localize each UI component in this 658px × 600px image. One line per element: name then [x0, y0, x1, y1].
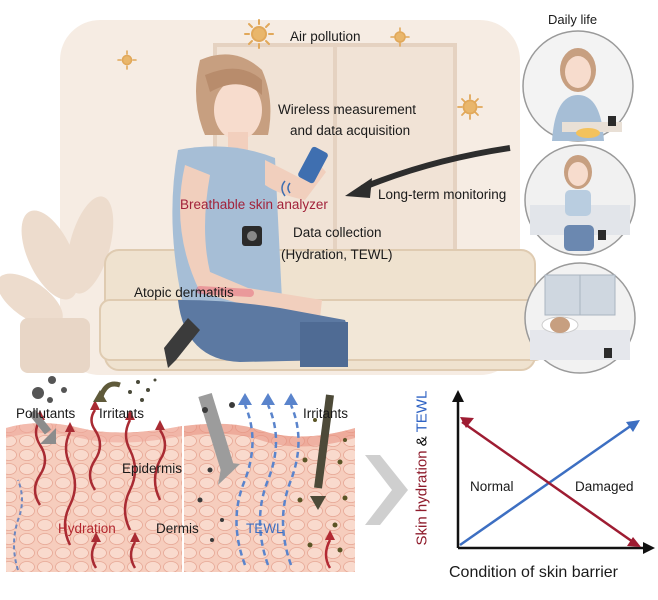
- daily-life-circle: [524, 262, 636, 374]
- sun-icon: [457, 94, 483, 120]
- barrier-graph: [452, 390, 655, 554]
- wireless-label-line1: Wireless measurement: [278, 102, 417, 117]
- air-pollution-label: Air pollution: [290, 29, 361, 44]
- plant: [0, 196, 114, 373]
- daily-life-circle: [524, 144, 636, 256]
- graph-region-damaged: Damaged: [575, 479, 634, 494]
- data-collection-label-line1: Data collection: [293, 225, 382, 240]
- long-term-monitoring-label: Long-term monitoring: [378, 187, 507, 202]
- dermis-label: Dermis: [156, 521, 199, 536]
- woman-figure: [172, 54, 348, 367]
- sun-icon: [244, 19, 274, 49]
- sun-icon: [117, 50, 137, 70]
- epidermis-label: Epidermis: [122, 461, 183, 476]
- hydration-line: [461, 420, 634, 544]
- data-collection-label-line2: (Hydration, TEWL): [281, 247, 393, 262]
- y-axis-amp-text: &: [413, 432, 431, 451]
- daily-life-circle: [522, 30, 634, 142]
- graph-y-axis-label: Skin hydration & TEWL: [402, 391, 442, 552]
- tewl-label: TEWL: [246, 521, 284, 536]
- atopic-dermatitis-label: Atopic dermatitis: [134, 285, 234, 300]
- skin-panel-healthy: [6, 376, 182, 572]
- pollutants-label: Pollutants: [16, 406, 76, 421]
- hydration-label: Hydration: [58, 521, 116, 536]
- graph-x-axis-label: Condition of skin barrier: [449, 564, 618, 581]
- wireless-label-line2: and data acquisition: [290, 123, 411, 138]
- irritants-label-right: Irritants: [303, 406, 349, 421]
- down-arrow: [164, 318, 200, 368]
- graph-region-normal: Normal: [470, 479, 514, 494]
- monitoring-arrow: [345, 145, 511, 198]
- chevron-right-icon: [365, 455, 408, 525]
- tewl-line: [459, 423, 633, 547]
- breathable-analyzer-label: Breathable skin analyzer: [180, 197, 328, 212]
- y-axis-hydration-text: Skin hydration: [413, 450, 431, 546]
- skin-panel-damaged: [184, 392, 355, 572]
- y-axis-tewl-text: TEWL: [413, 390, 431, 433]
- daily-life-label: Daily life: [548, 12, 598, 27]
- sun-icon: [390, 27, 410, 47]
- irritants-label-left: Irritants: [99, 406, 145, 421]
